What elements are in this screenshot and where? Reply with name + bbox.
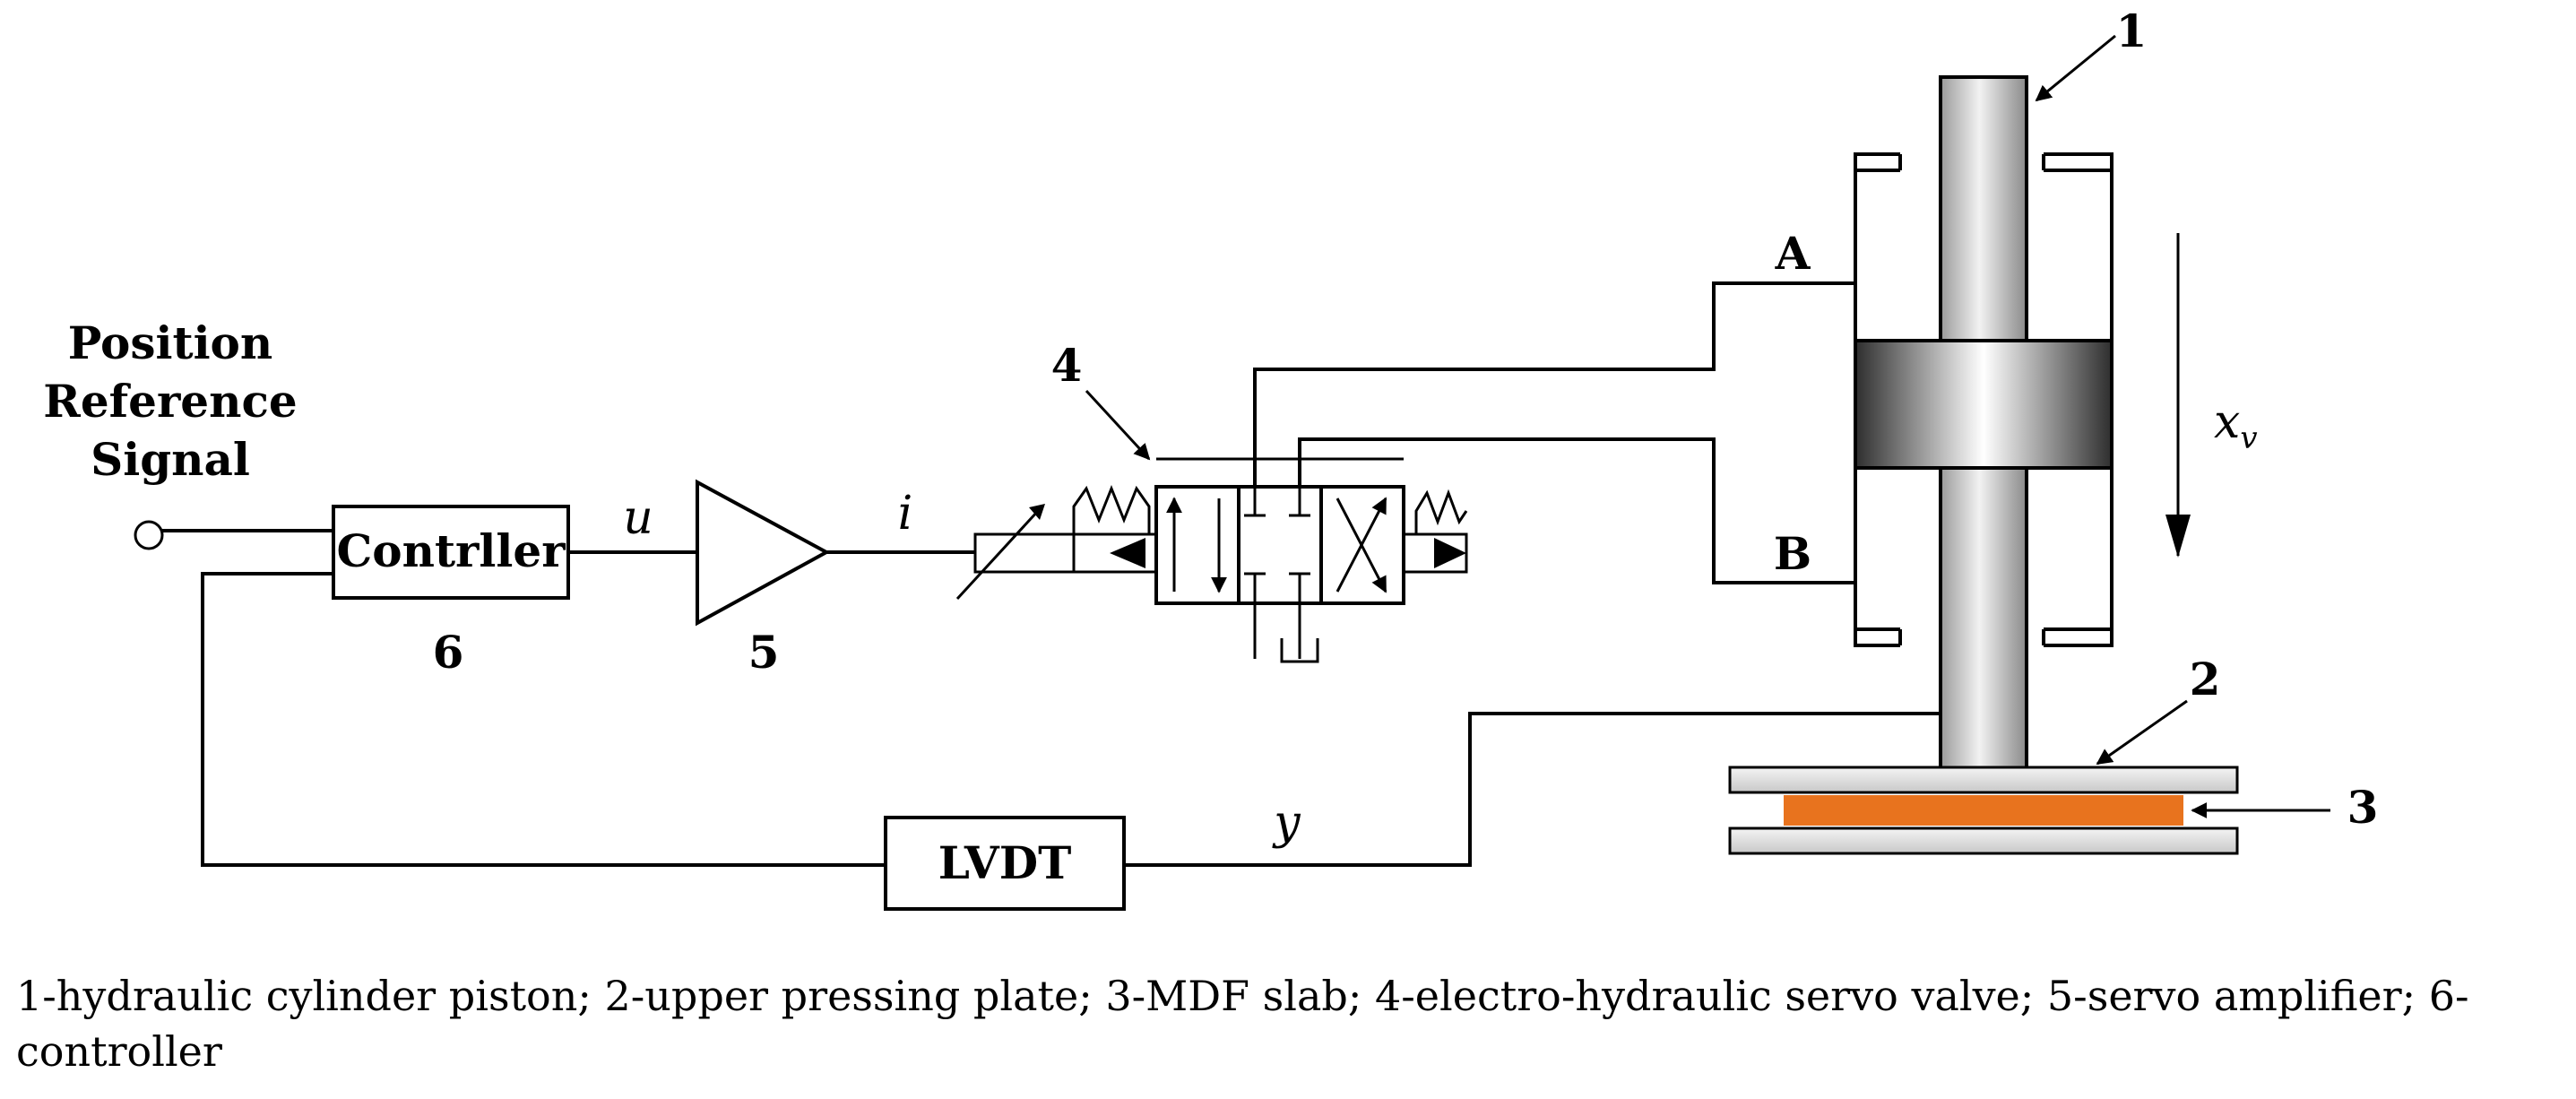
feedback-line	[201, 572, 886, 867]
port-b-label: B	[1774, 527, 1811, 580]
label-6: 6	[433, 626, 464, 679]
lvdt-block: LVDT	[884, 816, 1126, 911]
label-5: 5	[748, 626, 780, 679]
position-reference-signal: Position Reference Signal	[43, 316, 298, 550]
pointer-1	[2035, 34, 2116, 102]
upper-pressing-plate	[1728, 766, 2239, 794]
line-to-port-a	[1253, 281, 1855, 487]
label-3: 3	[2347, 781, 2379, 834]
u-signal-label: u	[623, 491, 653, 545]
port-a-label: A	[1775, 227, 1811, 280]
input-label-line-2: Reference	[43, 375, 297, 428]
controller-label: Contrller	[336, 524, 566, 577]
input-label-line-1: Position	[68, 316, 273, 369]
label-4: 4	[1051, 339, 1083, 392]
rod-to-lvdt-line	[1124, 712, 1941, 867]
pointer-2	[2096, 699, 2188, 766]
piston-head	[1854, 339, 2114, 470]
figure-caption: 1-hydraulic cylinder piston; 2-upper pre…	[16, 972, 2469, 1076]
servo-amplifier-triangle	[696, 479, 831, 627]
lower-pressing-plate	[1728, 826, 2239, 855]
input-label-line-3: Signal	[91, 433, 250, 486]
pointer-4	[1085, 389, 1151, 461]
label-1: 1	[2116, 4, 2148, 57]
mdf-slab	[1784, 795, 2183, 826]
xv-arrow-head	[2165, 515, 2191, 558]
label-2: 2	[2190, 653, 2221, 705]
input-terminal-circle	[134, 520, 164, 550]
i-signal-label: i	[898, 487, 913, 541]
controller-block: Contrller	[332, 505, 570, 600]
line-to-port-b	[1298, 437, 1855, 584]
xv-label: xv	[2214, 395, 2258, 456]
y-signal-label: y	[1272, 796, 1301, 850]
lvdt-label: LVDT	[938, 836, 1072, 889]
servo-valve	[955, 484, 1468, 663]
